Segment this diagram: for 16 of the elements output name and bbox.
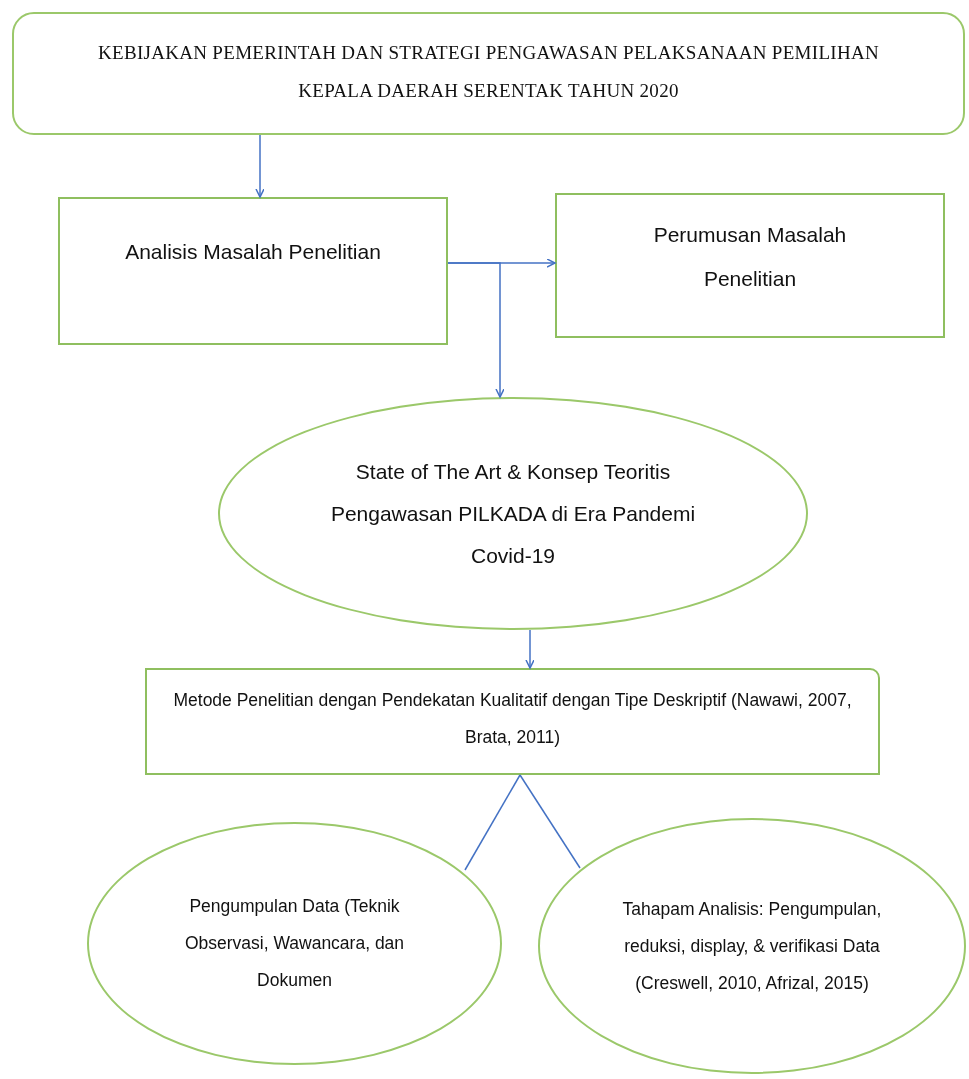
connector-line [519,774,581,869]
arrow [447,262,505,398]
node-text: Pengumpulan Data (Teknik Observasi, Wawancara, dan Dokumen [184,895,405,992]
node-text: Metode Penelitian dengan Pendekatan Kualitatif dengan Tipe Deskriptif (Nawawi, 2007, Brata, 2011) [172,689,853,749]
process-box [58,197,448,345]
process-box [145,668,880,775]
node-text: Analisis Masalah Penelitian [125,239,381,265]
arrow [255,134,265,198]
node-text: Tahapam Analisis: Pengumpulan, reduksi, display, & verifikasi Data (Creswell, 2010, Afrizal, 2015) [621,897,883,995]
arrow [525,629,535,669]
title-box [12,12,965,135]
node-text: KEBIJAKAN PEMERINTAH DAN STRATEGI PENGAWASAN PELAKSANAAN PEMILIHAN KEPALA DAERAH SERENTAK TAHUN 2020 [97,41,880,103]
node-text: State of The Art & Konsep Teoritis Pengawasan PILKADA di Era Pandemi Covid-19 [330,458,696,569]
connector-line [464,774,521,871]
node-text: Perumusan Masalah Penelitian [652,222,848,292]
process-box [555,193,945,338]
